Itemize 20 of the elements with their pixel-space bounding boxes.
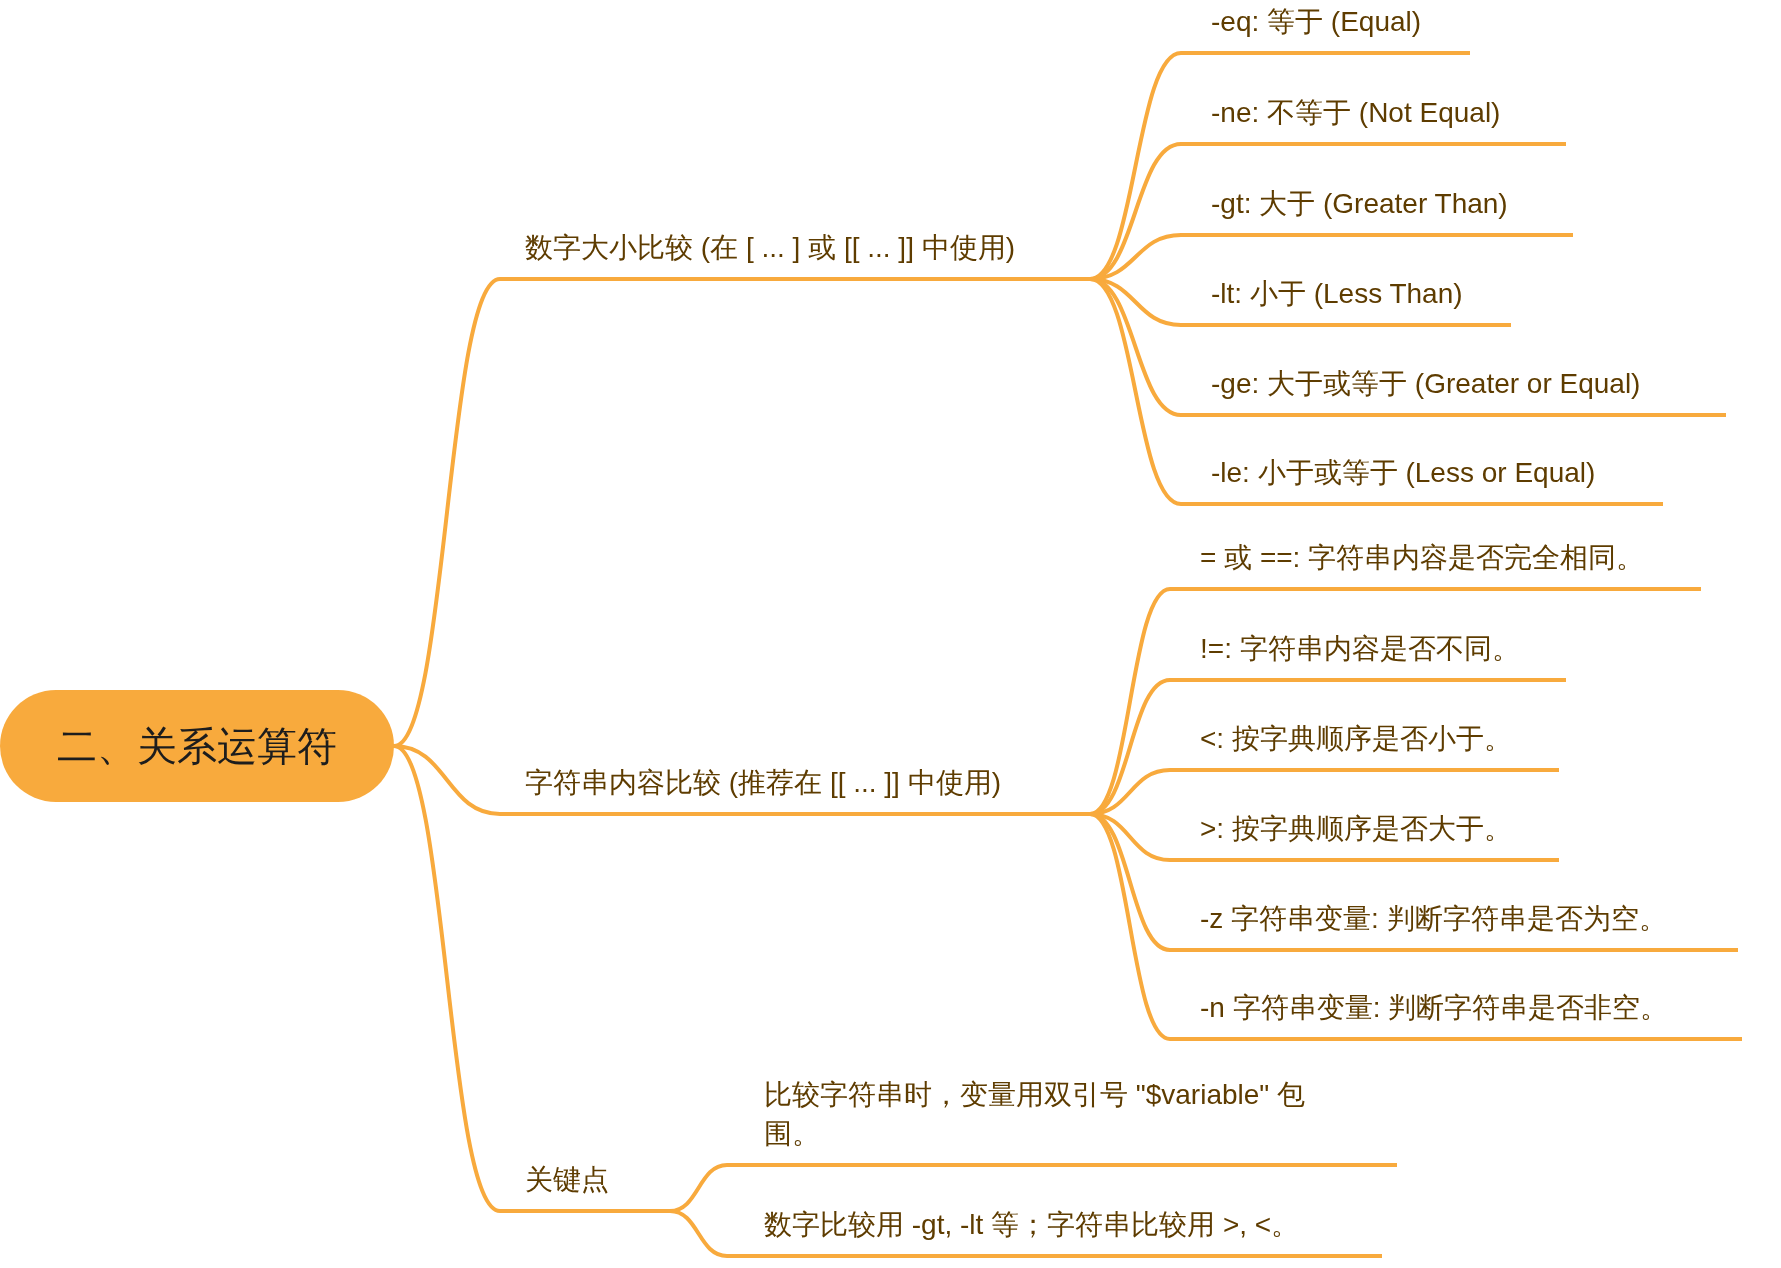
central-topic-label: 二、关系运算符 xyxy=(57,723,337,770)
topic-label: !=: 字符串内容是否不同。 xyxy=(1200,632,1520,666)
topic-label: = 或 ==: 字符串内容是否完全相同。 xyxy=(1200,541,1645,575)
central-topic-pill xyxy=(0,690,394,802)
topic-label: 关键点 xyxy=(525,1163,609,1197)
topic-label: -eq: 等于 (Equal) xyxy=(1211,5,1422,39)
topic-label: 比较字符串时，变量用双引号 "$variable" 包围。 xyxy=(764,1078,1307,1151)
topic-label: -n 字符串变量: 判断字符串是否非空。 xyxy=(1200,991,1669,1025)
topic-label: 字符串内容比较 (推荐在 [[ ... ]] 中使用) xyxy=(525,766,1001,800)
topic-label: 数字大小比较 (在 [ ... ] 或 [[ ... ]] 中使用) xyxy=(525,231,1015,265)
topic-label: -le: 小于或等于 (Less or Equal) xyxy=(1211,456,1596,490)
topic-label: -lt: 小于 (Less Than) xyxy=(1211,277,1463,311)
topic-label: <: 按字典顺序是否小于。 xyxy=(1200,722,1512,756)
topic-label: -ne: 不等于 (Not Equal) xyxy=(1211,96,1501,130)
topic-label: >: 按字典顺序是否大于。 xyxy=(1200,812,1512,846)
topic-label: -ge: 大于或等于 (Greater or Equal) xyxy=(1211,367,1641,401)
topic-label: 数字比较用 -gt, -lt 等；字符串比较用 >, <。 xyxy=(764,1208,1300,1242)
connector-line xyxy=(668,1209,729,1258)
topic-label: -gt: 大于 (Greater Than) xyxy=(1211,187,1508,221)
topic-label: -z 字符串变量: 判断字符串是否为空。 xyxy=(1200,902,1667,936)
